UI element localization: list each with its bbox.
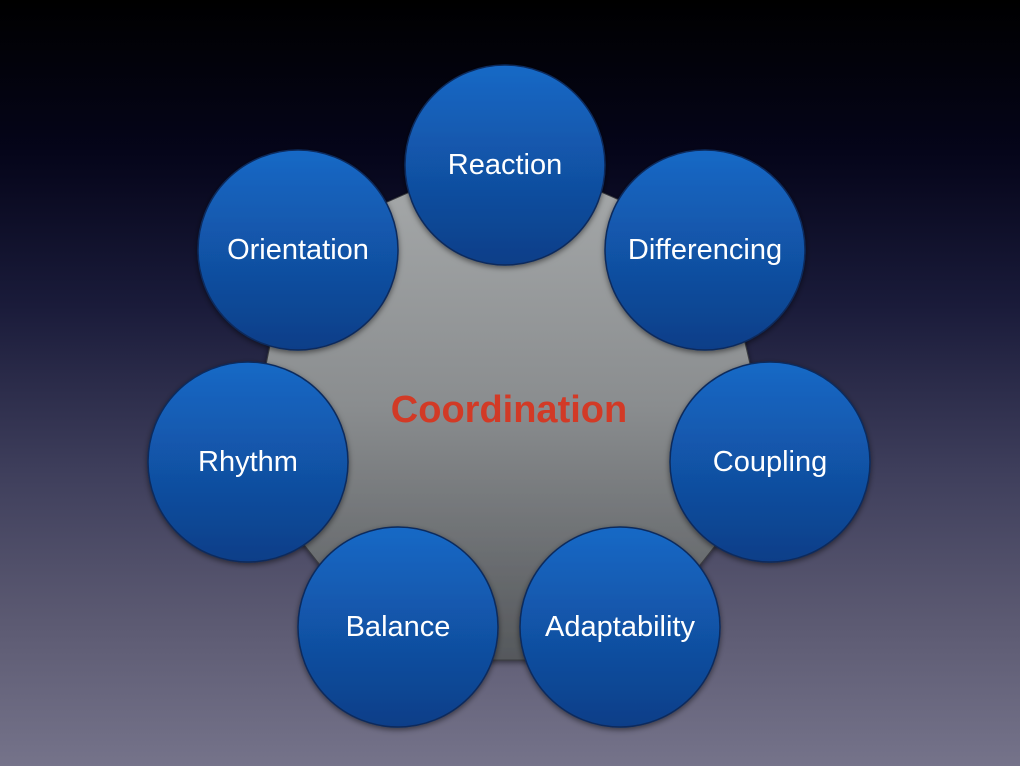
node-label: Adaptability: [545, 611, 695, 643]
node-label: Rhythm: [198, 446, 298, 478]
node-orientation: Orientation: [197, 149, 399, 351]
node-circle: [297, 526, 499, 728]
node-coupling: Coupling: [669, 361, 871, 563]
node-differencing: Differencing: [604, 149, 806, 351]
node-label: Reaction: [448, 149, 562, 181]
node-balance: Balance: [297, 526, 499, 728]
node-label: Differencing: [628, 234, 782, 266]
node-circle: [604, 149, 806, 351]
node-label: Coupling: [713, 446, 827, 478]
node-circle: [519, 526, 721, 728]
node-rhythm: Rhythm: [147, 361, 349, 563]
node-reaction: Reaction: [404, 64, 606, 266]
node-circle: [404, 64, 606, 266]
center-label: Coordination: [391, 389, 627, 431]
node-label: Balance: [346, 611, 451, 643]
node-circle: [197, 149, 399, 351]
node-label: Orientation: [227, 234, 369, 266]
node-circle: [147, 361, 349, 563]
node-adaptability: Adaptability: [519, 526, 721, 728]
node-circle: [669, 361, 871, 563]
